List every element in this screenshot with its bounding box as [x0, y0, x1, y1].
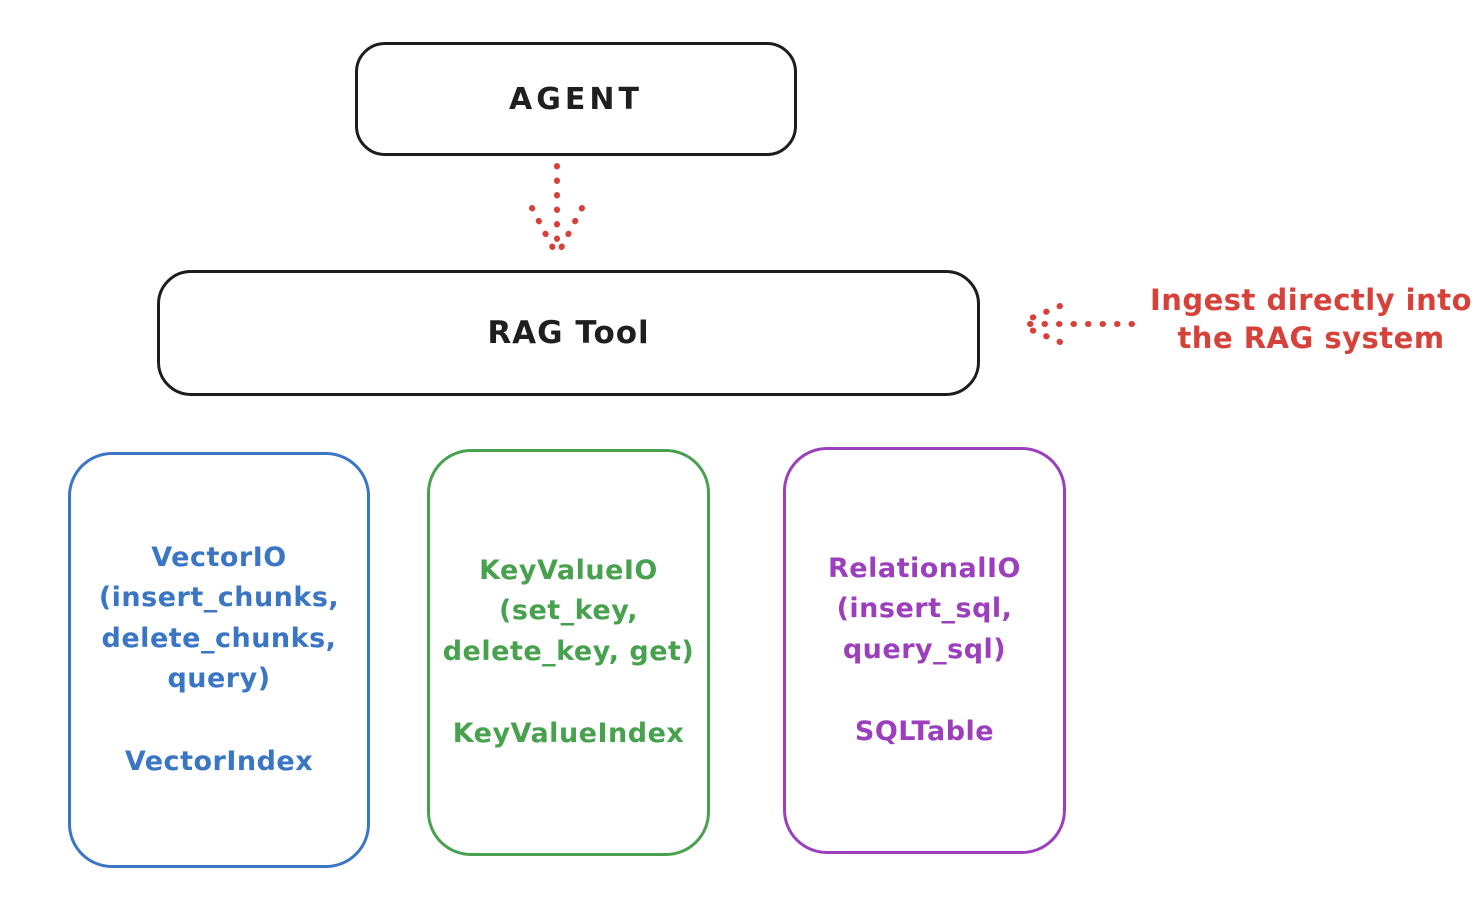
keyvalue-io-methods-line1: (set_key,: [499, 595, 638, 626]
vector-io-methods-line2: delete_chunks,: [101, 622, 337, 654]
relational-io-methods-line2: query_sql): [842, 633, 1007, 665]
agent-to-rag-arrow-icon: [529, 163, 585, 253]
vector-io-title: VectorIO: [151, 541, 287, 573]
vector-io-methods-line1: (insert_chunks,: [98, 582, 340, 614]
annotation-to-rag-arrow-icon: [1019, 303, 1135, 345]
rag-tool-box: RAG Tool: [157, 270, 980, 396]
keyvalue-io-box: KeyValueIO (set_key, delete_key, get) Ke…: [427, 449, 710, 856]
ingest-annotation-line1: Ingest directly into: [1149, 283, 1473, 317]
vector-index-label: VectorIndex: [124, 745, 314, 777]
vector-io-box: VectorIO (insert_chunks, delete_chunks, …: [68, 452, 370, 868]
rag-tool-label: RAG Tool: [487, 315, 650, 351]
vector-io-methods-line3: query): [167, 663, 271, 695]
relational-io-methods-line1: (insert_sql,: [836, 593, 1013, 624]
keyvalue-io-title: KeyValueIO: [479, 554, 658, 586]
keyvalue-index-label: KeyValueIndex: [452, 718, 685, 749]
agent-label: AGENT: [509, 81, 643, 117]
ingest-annotation-line2: the RAG system: [1177, 320, 1445, 355]
ingest-annotation: Ingest directly into the RAG system: [1138, 282, 1484, 357]
relational-io-title: RelationalIO: [828, 552, 1021, 584]
relational-io-box: RelationalIO (insert_sql, query_sql) SQL…: [783, 447, 1066, 854]
agent-box: AGENT: [355, 42, 797, 156]
sql-table-label: SQLTable: [854, 716, 995, 747]
keyvalue-io-methods-line2: delete_key, get): [442, 635, 695, 667]
